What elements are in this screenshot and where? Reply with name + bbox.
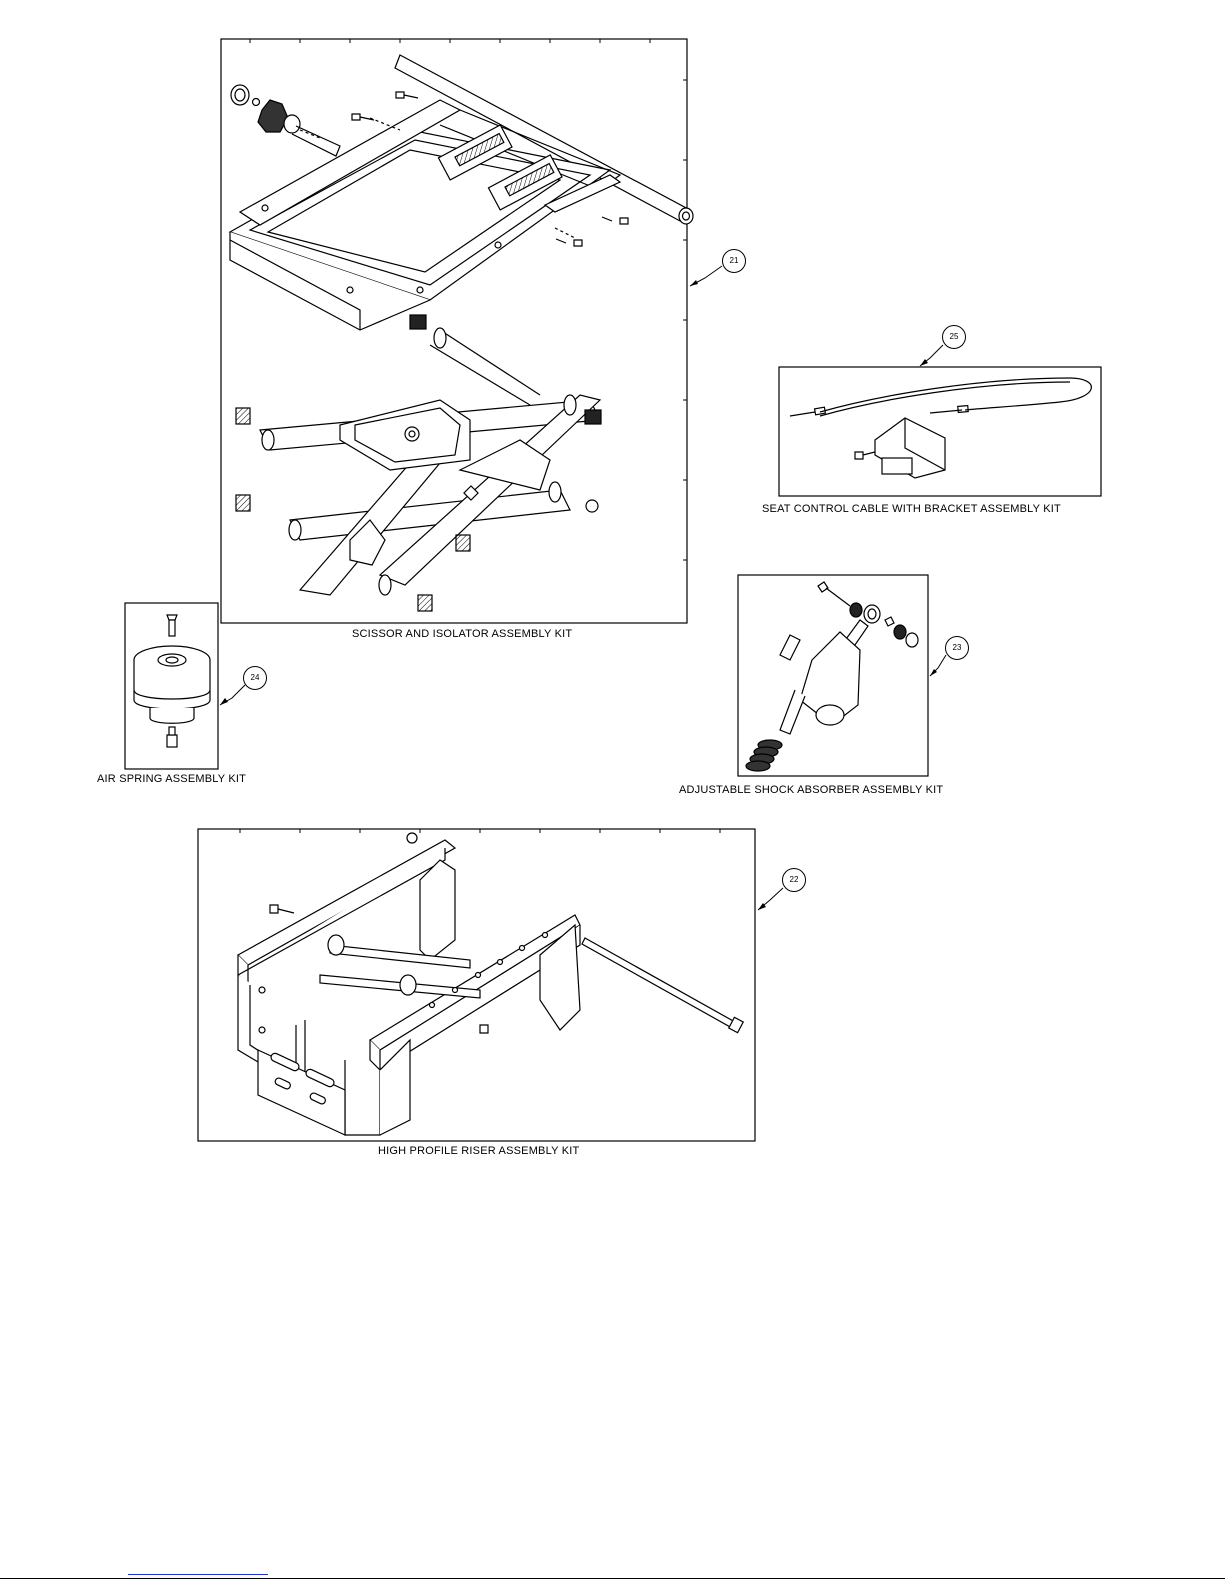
callout-24: 24 (243, 666, 267, 690)
seat-control-cable-kit-caption: SEAT CONTROL CABLE WITH BRACKET ASSEMBLY… (762, 503, 1061, 515)
high-profile-riser-kit-caption: HIGH PROFILE RISER ASSEMBLY KIT (378, 1145, 579, 1157)
footer-link-underline[interactable] (128, 1574, 268, 1575)
callout-21: 21 (722, 249, 746, 273)
seat-control-cable-kit-box (779, 367, 1101, 496)
callout-25: 25 (942, 325, 966, 349)
callout-22: 22 (782, 868, 806, 892)
air-spring-kit-box (125, 603, 218, 769)
shock-absorber-kit-caption: ADJUSTABLE SHOCK ABSORBER ASSEMBLY KIT (679, 784, 943, 796)
shock-absorber-kit-box (738, 575, 928, 776)
scissor-isolator-kit-caption: SCISSOR AND ISOLATOR ASSEMBLY KIT (352, 628, 572, 640)
air-spring-kit-caption: AIR SPRING ASSEMBLY KIT (97, 773, 246, 785)
footer-rule (0, 1578, 1225, 1579)
callout-23: 23 (945, 636, 969, 660)
high-profile-riser-kit-box (198, 829, 755, 1141)
